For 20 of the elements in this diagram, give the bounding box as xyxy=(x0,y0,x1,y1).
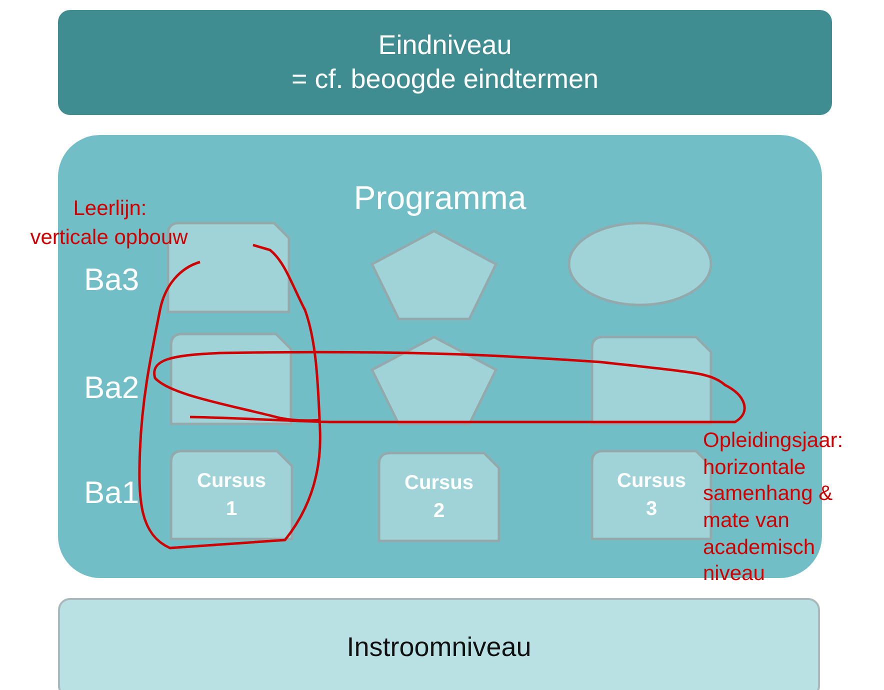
year-label: Ba3 xyxy=(84,261,140,299)
box-shape xyxy=(591,336,712,425)
level-text: Eindniveau xyxy=(378,28,512,62)
course-label: Cursus 2 xyxy=(404,471,474,524)
course-box xyxy=(378,452,500,542)
pentagon-shape xyxy=(371,230,497,320)
ellipse-shape xyxy=(568,222,712,306)
box-shape xyxy=(170,333,292,425)
course-label: Cursus 3 xyxy=(616,469,687,522)
level-band xyxy=(58,10,832,115)
course-box xyxy=(170,450,293,540)
year-label: Ba1 xyxy=(84,474,140,512)
course-label: Cursus 1 xyxy=(196,469,267,522)
level-text: Instroomniveau xyxy=(346,631,532,664)
pentagon-shape xyxy=(371,336,497,425)
year-label: Ba2 xyxy=(84,369,140,407)
level-text: = cf. beoogde eindtermen xyxy=(292,62,598,96)
annotation-text: Leerlijn: xyxy=(72,196,148,222)
panel-heading: Programma xyxy=(354,178,526,218)
level-band xyxy=(58,598,820,690)
